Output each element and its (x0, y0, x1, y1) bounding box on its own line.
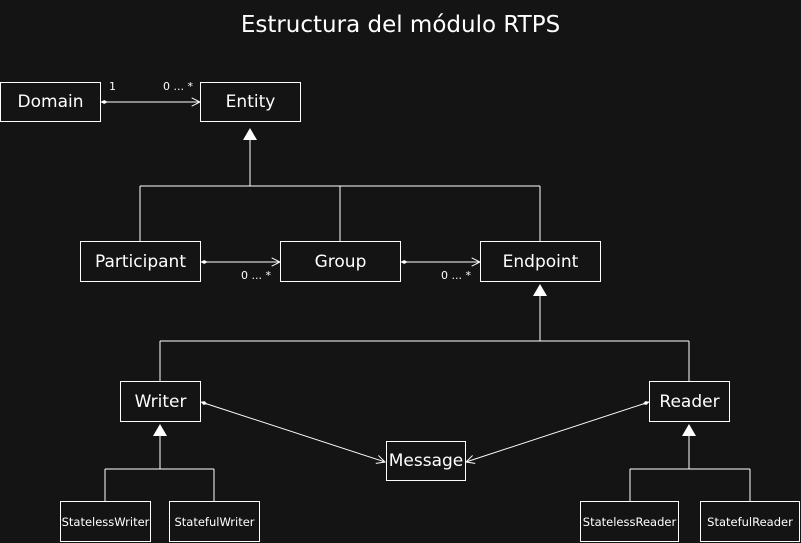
inheritance-writer (104, 424, 215, 501)
inheritance-reader (629, 424, 751, 501)
stateful-reader-node[interactable]: StatefulReader (700, 501, 800, 542)
associations (101, 102, 649, 462)
entity-node[interactable]: Entity (200, 82, 301, 122)
assoc-reader-message (466, 402, 649, 462)
multiplicity-entity: 0 ... * (163, 80, 193, 93)
group-node[interactable]: Group (280, 241, 401, 282)
stateful-writer-node[interactable]: StatefulWriter (169, 501, 260, 542)
inheritance-entity (139, 128, 541, 241)
multiplicity-group: 0 ... * (241, 269, 271, 282)
reader-node[interactable]: Reader (649, 381, 730, 422)
inheritance-arrowhead-reader (682, 424, 696, 436)
inheritance-arrowhead-endpoint (533, 284, 547, 296)
participant-node[interactable]: Participant (80, 241, 201, 282)
multiplicity-endpoint: 0 ... * (441, 269, 471, 282)
stateless-writer-node[interactable]: StatelessWriter (60, 501, 151, 542)
endpoint-node[interactable]: Endpoint (480, 241, 601, 282)
diagram-title: Estructura del módulo RTPS (240, 12, 561, 38)
multiplicity-domain: 1 (109, 80, 116, 93)
inheritance-endpoint (159, 284, 690, 381)
assoc-writer-message (201, 402, 385, 462)
stateless-reader-node[interactable]: StatelessReader (580, 501, 679, 542)
writer-node[interactable]: Writer (120, 381, 201, 422)
inheritance-arrowhead-entity (243, 128, 257, 140)
message-node[interactable]: Message (386, 441, 466, 481)
domain-node[interactable]: Domain (0, 82, 101, 122)
inheritance-arrowhead-writer (153, 424, 167, 436)
